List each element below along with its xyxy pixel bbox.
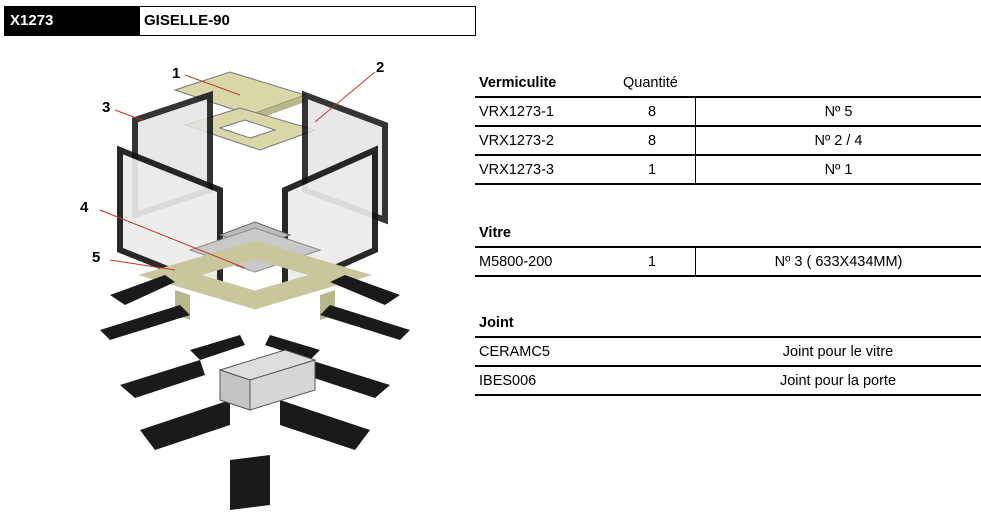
callout-1: 1 [172, 65, 180, 82]
callout-2: 2 [376, 59, 384, 76]
joint-title: Joint [479, 315, 514, 331]
part-ref: VRX1273-3 [479, 162, 554, 178]
table-row: M5800-200 1 Nº 3 ( 633X434MM) [475, 246, 981, 277]
part-qty: 1 [609, 156, 696, 183]
part-qty: 1 [609, 248, 696, 275]
callout-3: 3 [102, 99, 110, 116]
part-desc: Nº 2 / 4 [814, 133, 863, 149]
exploded-view-diagram: 1 2 3 4 5 [80, 59, 410, 510]
base-plates [100, 275, 410, 510]
part-desc: Joint pour la porte [779, 373, 897, 389]
table-row: IBES006 Joint pour la porte [475, 365, 981, 396]
part-desc: Joint pour le vitre [782, 344, 894, 360]
model-name: GISELLE-90 [144, 12, 230, 29]
header-bar: X1273 GISELLE-90 [4, 6, 476, 36]
quantity-header: Quantité [623, 75, 678, 91]
part-ref: CERAMC5 [479, 344, 550, 360]
table-row: VRX1273-3 1 Nº 1 [475, 154, 981, 185]
table-row: VRX1273-1 8 Nº 5 [475, 96, 981, 125]
part-ref: VRX1273-1 [479, 104, 554, 120]
callout-4: 4 [80, 199, 89, 216]
table-row: VRX1273-2 8 Nº 2 / 4 [475, 125, 981, 154]
joint-section: Joint CERAMC5 Joint pour le vitre IBES00… [475, 310, 981, 396]
vitre-title: Vitre [479, 225, 511, 241]
callout-5: 5 [92, 249, 100, 266]
vermiculite-section: Vermiculite Quantité VRX1273-1 8 Nº 5 VR… [475, 70, 981, 185]
model-code: X1273 [5, 7, 140, 35]
part-ref: IBES006 [479, 373, 537, 389]
part-desc: Nº 1 [824, 162, 853, 178]
part-qty: 8 [609, 98, 696, 125]
callout-lines [99, 71, 376, 271]
part-qty: 8 [609, 127, 696, 154]
vermiculite-title: Vermiculite [479, 75, 557, 91]
vitre-section: Vitre M5800-200 1 Nº 3 ( 633X434MM) [475, 220, 981, 277]
part-ref: M5800-200 [479, 254, 553, 270]
table-row: CERAMC5 Joint pour le vitre [475, 336, 981, 365]
ash-pan [218, 349, 317, 411]
part-desc: Nº 3 ( 633X434MM) [774, 254, 903, 270]
part-desc: Nº 5 [824, 104, 853, 120]
callout-numbers: 1 2 3 4 5 [80, 59, 384, 266]
part-ref: VRX1273-2 [479, 133, 554, 149]
